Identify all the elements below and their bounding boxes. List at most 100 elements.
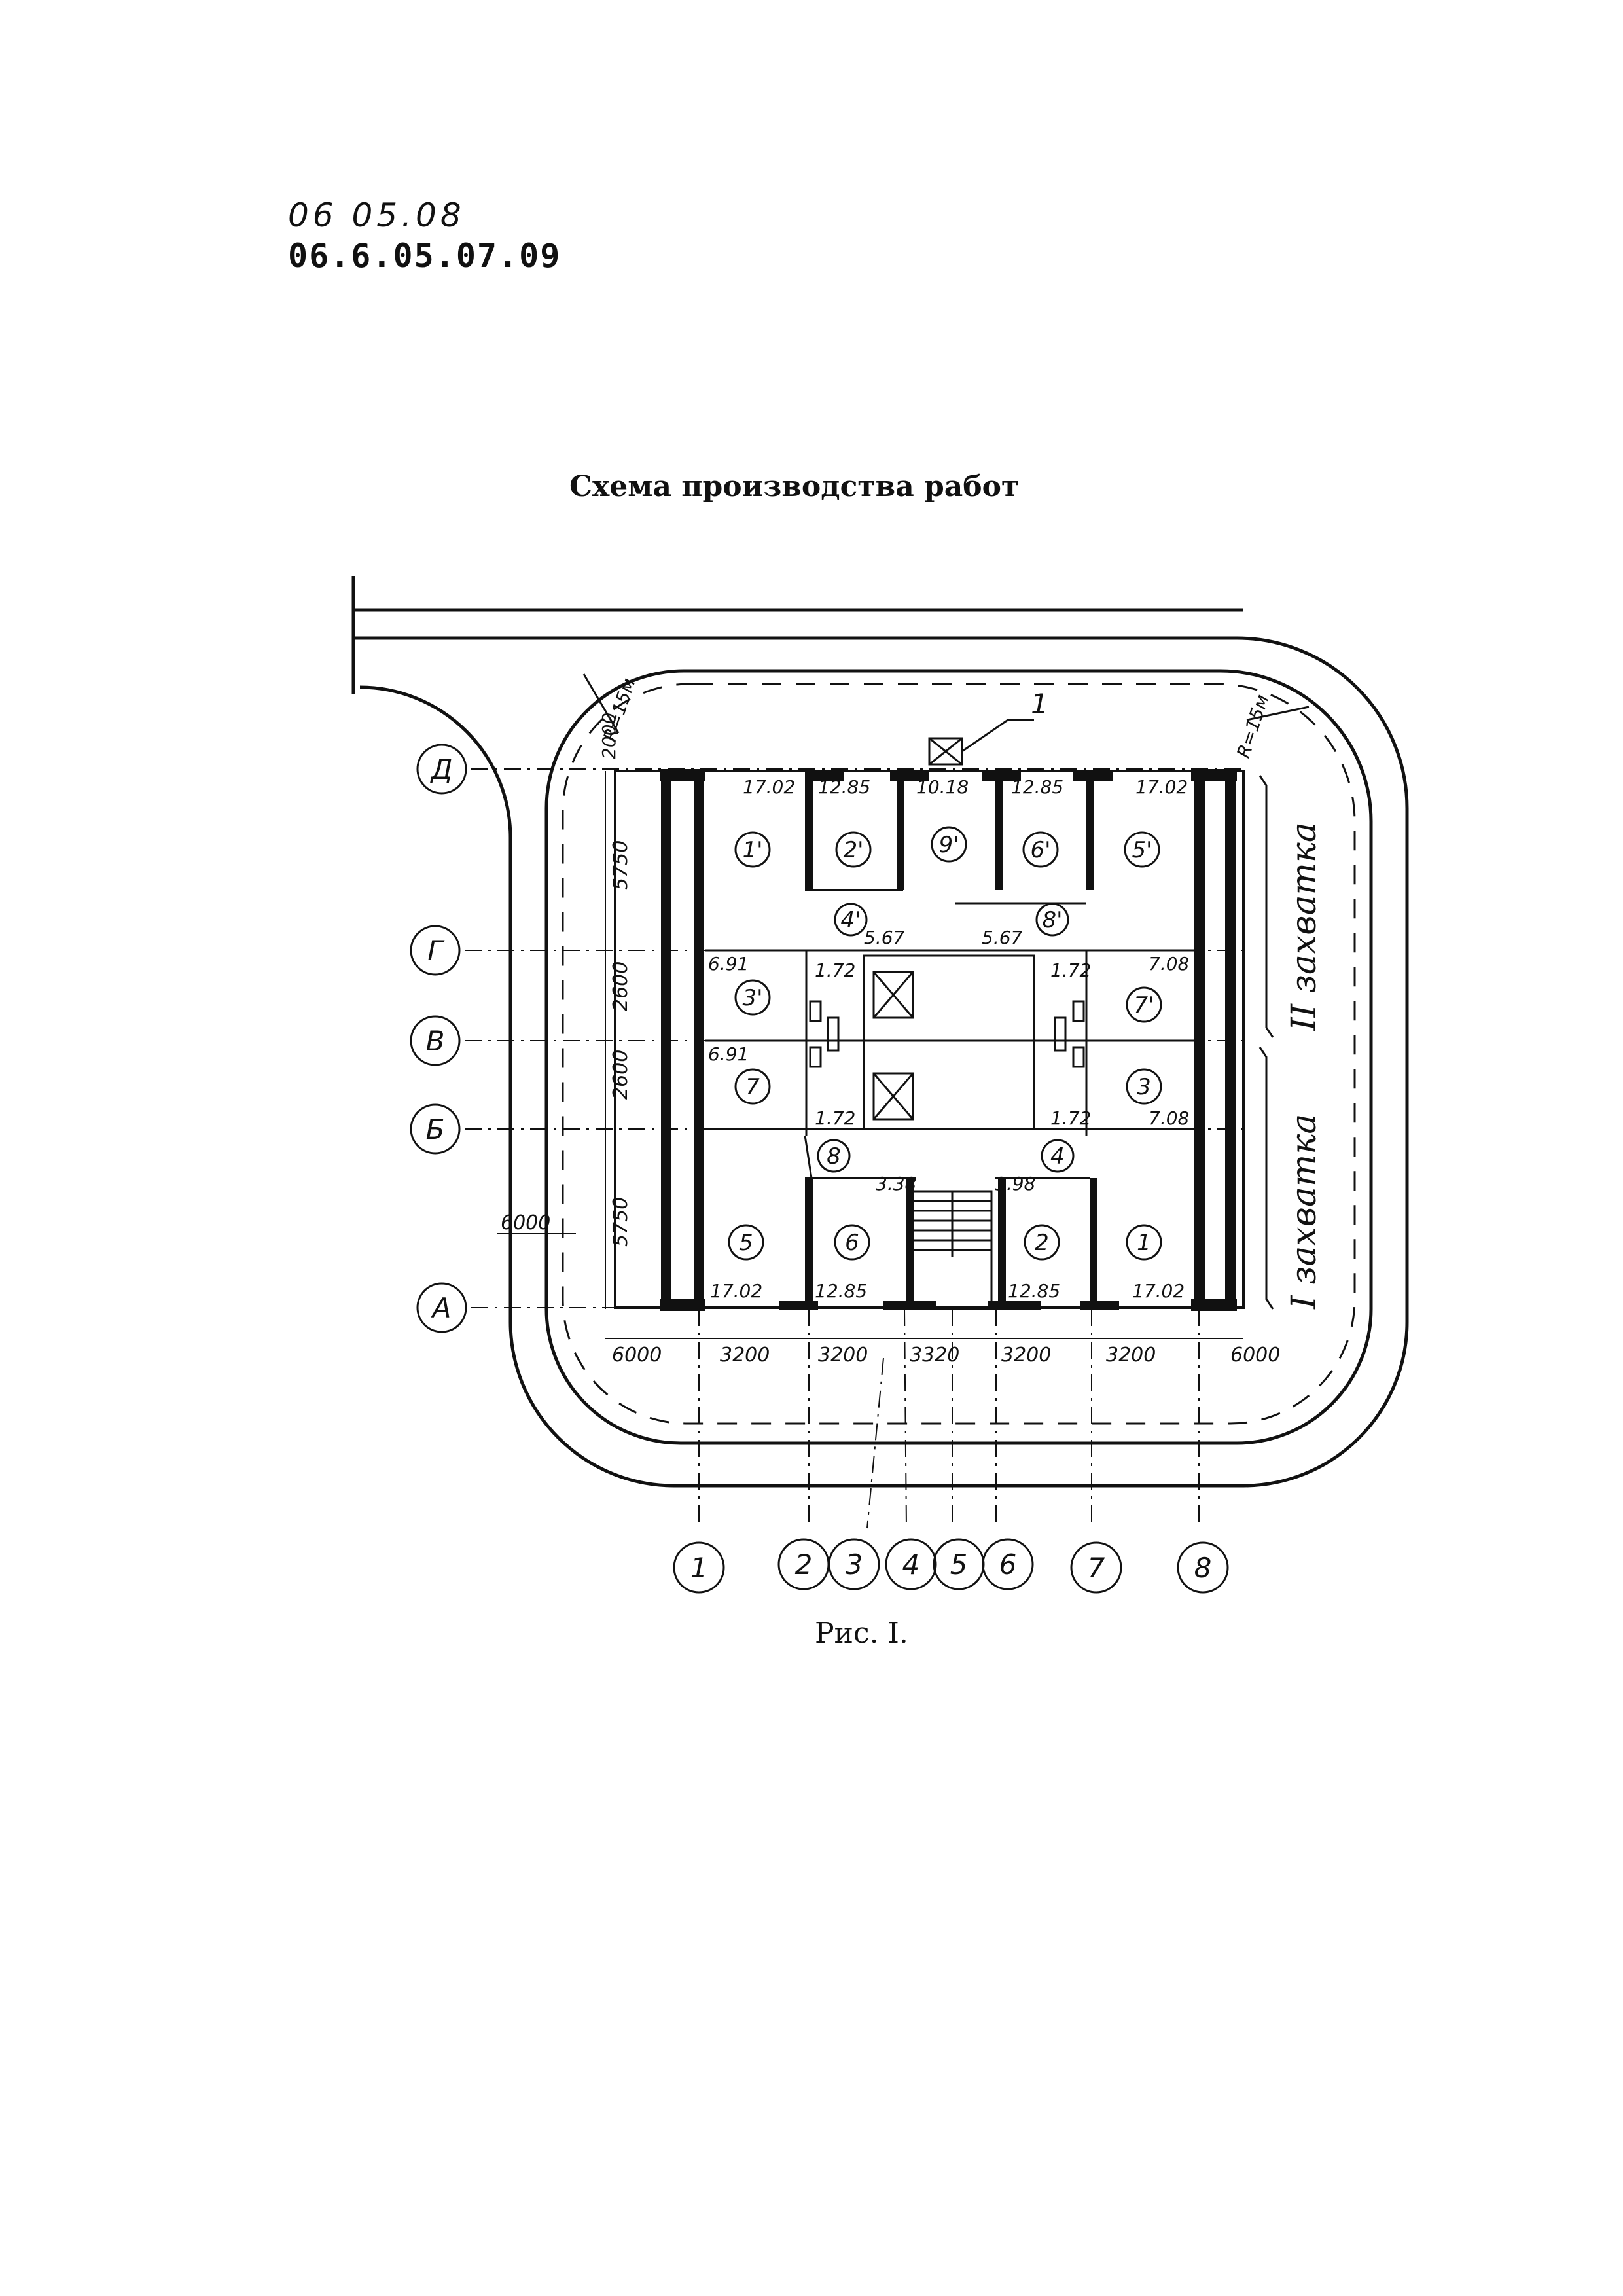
wall-int-7	[998, 1178, 1006, 1309]
level-mark: 10.18	[916, 776, 969, 798]
stage-1-label: I захватка	[1285, 1114, 1324, 1310]
axis-label-row-V: В	[426, 1025, 445, 1057]
axis-label-row-B: Б	[426, 1113, 445, 1145]
axis-label-col-8: 8	[1194, 1552, 1212, 1584]
axis-label-col-3: 3	[846, 1549, 863, 1581]
axis-marker-row-A	[416, 1282, 467, 1333]
crane-label: 1	[1031, 688, 1048, 720]
axis-marker-col-4	[885, 1538, 937, 1590]
stage-2-bracket	[1258, 775, 1274, 1038]
axis-marker-col-8	[1177, 1541, 1229, 1594]
axis-label-col-1: 1	[690, 1552, 708, 1584]
axis-label-col-5: 5	[950, 1549, 968, 1581]
level-mark: 12.85	[1011, 776, 1063, 798]
wall-int-1	[805, 772, 813, 890]
axis-marker-col-6	[982, 1538, 1034, 1590]
level-mark: 3.98	[995, 1173, 1035, 1194]
figure-caption: Рис. I.	[815, 1617, 908, 1650]
wall-int-2	[897, 772, 904, 890]
elevator-shaft-1	[872, 971, 914, 1019]
partition-mid-left	[804, 1135, 813, 1179]
level-mark: 12.85	[815, 1280, 867, 1302]
axis-marker-col-1	[673, 1541, 725, 1594]
wall-int-8	[1090, 1178, 1097, 1309]
level-mark: 3.38	[876, 1173, 916, 1194]
level-mark: 12.85	[1008, 1280, 1060, 1302]
zone-label: 4	[1050, 1143, 1065, 1170]
dim-left-4: 5750	[609, 1197, 632, 1247]
level-mark: 1.72	[815, 960, 855, 981]
level-mark: 17.02	[1135, 776, 1188, 798]
dim-bottom-7: 6000	[1230, 1344, 1280, 1367]
zone-label: 7	[745, 1074, 760, 1100]
level-mark: 17.02	[710, 1280, 762, 1302]
zone-label: 1'	[743, 837, 763, 863]
zone-label: 5'	[1132, 837, 1152, 863]
road-centerline	[562, 683, 1356, 1425]
axis-label-row-A: А	[431, 1292, 452, 1324]
central-core	[863, 954, 1035, 1130]
level-mark: 7.08	[1149, 1107, 1189, 1129]
axis-marker-row-D	[416, 744, 467, 795]
wall-int-3	[995, 772, 1003, 890]
zone-label: 2'	[844, 837, 864, 863]
level-mark: 6.91	[708, 953, 749, 975]
zone-label: 4'	[841, 907, 861, 933]
axis-label-col-7: 7	[1088, 1552, 1105, 1584]
road-inner-edge	[544, 669, 1373, 1445]
radius-label-right: R=15м	[1232, 692, 1273, 761]
crane-leader-line	[961, 719, 1034, 753]
axis-marker-row-G	[410, 925, 461, 976]
axis-label-row-G: Г	[427, 935, 445, 967]
level-mark: 1.72	[1050, 1107, 1091, 1129]
level-mark: 12.85	[818, 776, 870, 798]
stage-2-label: II захватка	[1285, 822, 1324, 1031]
zone-label: 2	[1035, 1230, 1049, 1256]
wall-int-5	[805, 1178, 813, 1309]
zone-label: 8	[827, 1143, 841, 1170]
level-mark: 17.02	[1132, 1280, 1185, 1302]
page-title: Схема производства работ	[569, 470, 1020, 503]
wall-bottom-c	[988, 1301, 1041, 1310]
document-code-printed: 06.6.05.07.09	[288, 237, 562, 275]
axis-label-col-6: 6	[999, 1549, 1017, 1581]
zone-label: 5	[739, 1230, 753, 1256]
axis-marker-col-7	[1070, 1541, 1122, 1594]
dim-bottom-4: 3320	[910, 1344, 959, 1367]
level-mark: 5.67	[982, 927, 1023, 948]
road-outer-edge	[353, 636, 1409, 1488]
dim-bottom-3: 3200	[818, 1344, 868, 1367]
axis-label-row-D: Д	[430, 753, 453, 785]
dim-top-offset: 2000	[598, 713, 620, 759]
radius-line-left	[582, 673, 620, 734]
zone-label: 6	[845, 1230, 859, 1256]
zone-label: 7'	[1134, 992, 1154, 1018]
level-mark: 7.08	[1149, 953, 1189, 975]
axis-label-col-4: 4	[902, 1549, 920, 1581]
zone-label: 8'	[1043, 907, 1063, 933]
dim-bottom-5: 3200	[1001, 1344, 1051, 1367]
axis-label-col-2: 2	[795, 1549, 813, 1581]
zone-label: 1	[1137, 1230, 1151, 1256]
dim-bottom-6: 3200	[1106, 1344, 1156, 1367]
level-mark: 5.67	[864, 927, 905, 948]
wall-top-a	[805, 772, 844, 781]
zone-label: 9'	[939, 832, 959, 858]
zone-label: 3'	[743, 985, 763, 1011]
stage-1-bracket	[1258, 1047, 1274, 1310]
dim-left-2: 2600	[609, 961, 632, 1011]
dim-bottom-2: 3200	[720, 1344, 770, 1367]
wall-bottom-d	[1080, 1301, 1119, 1310]
level-mark: 17.02	[743, 776, 795, 798]
document-code-handwritten: 06 05.08	[288, 196, 465, 234]
dim-left-offset: 6000	[501, 1211, 550, 1234]
level-mark: 1.72	[1050, 960, 1091, 981]
level-mark: 6.91	[708, 1043, 749, 1065]
zone-label: 3	[1137, 1074, 1151, 1100]
level-mark: 1.72	[815, 1107, 855, 1129]
axis-marker-row-V	[410, 1015, 461, 1066]
elevator-shaft-2	[872, 1072, 914, 1121]
wall-int-4	[1086, 772, 1094, 890]
dim-left-1: 5750	[609, 840, 632, 890]
